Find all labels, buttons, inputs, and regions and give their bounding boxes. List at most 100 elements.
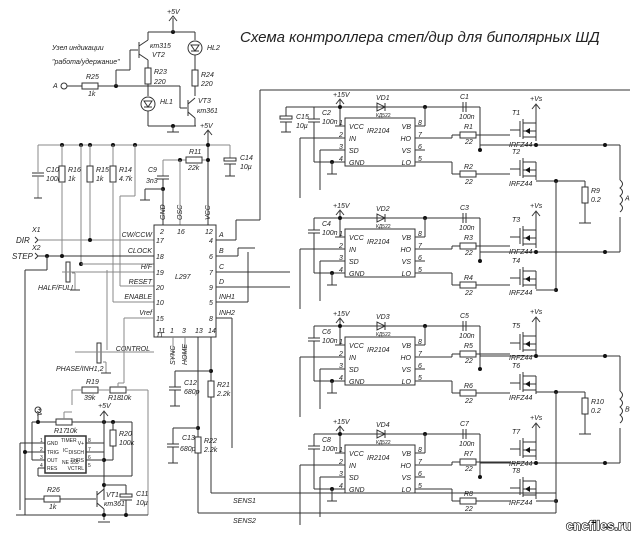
c9-value: 3n3 — [146, 178, 158, 185]
r18-ref: R18 — [108, 395, 121, 402]
l297-bottom-pin-num: 11 — [158, 328, 165, 335]
ir2104-left-pin-name: SD — [349, 148, 359, 155]
phase-inh-jumper[interactable] — [96, 342, 102, 364]
mosfet-arrow-icon — [525, 276, 530, 282]
bootstrap-diode-icon — [376, 429, 387, 439]
r15-value: 1k — [96, 176, 104, 183]
ir2104-right-pin-name: LO — [402, 379, 412, 386]
ir2104-left-pin-name: IN — [349, 463, 357, 470]
coil-label: A — [624, 196, 630, 203]
vt1-ref: VT1 — [106, 492, 119, 499]
ir2104-left-pin-num: 4 — [339, 267, 343, 274]
gate-resistor-high-value: 22 — [464, 466, 473, 473]
diode-type: КД522 — [376, 224, 391, 230]
ne555-right-pin-name: THRS — [70, 458, 84, 464]
phase-inh-label: PHASE/INH1,2 — [56, 366, 104, 373]
r18-value: 10k — [120, 395, 132, 402]
ir2104-right-pin-num: 7 — [418, 243, 423, 250]
c14-ref: C14 — [240, 155, 253, 162]
c12-ref: C12 — [184, 380, 197, 387]
junction-dot — [478, 259, 482, 263]
vs-supply-label: +Vs — [530, 203, 543, 210]
dir-connector-icon[interactable] — [34, 236, 39, 244]
timer-part: NE 555 — [62, 460, 79, 466]
indicator-supply: +5V — [167, 9, 181, 16]
ir2104-left-pin-name: VCC — [349, 451, 365, 458]
gate-resistor-low-value: 22 — [464, 179, 473, 186]
junction-dot — [603, 354, 607, 358]
r24-resistor — [191, 69, 199, 87]
ne555-body — [44, 435, 87, 474]
r22-resistor — [194, 436, 202, 454]
sense-resistor-value: 0.2 — [591, 408, 601, 415]
junction-dot — [603, 250, 607, 254]
r20-ref: R20 — [119, 431, 132, 438]
junction-dot — [338, 105, 342, 109]
l297-right-pin-name: INH2 — [219, 310, 235, 317]
mosfet-type: IRFZ44 — [509, 181, 532, 188]
x1-label: X1 — [31, 227, 41, 234]
ir2104-name: IR2104 — [367, 239, 390, 246]
vt1-type: кт361 — [104, 501, 125, 508]
ir2104-left-pin-num: 1 — [339, 339, 343, 346]
r19-resistor — [81, 386, 99, 394]
bootstrap-cap-value: 100n — [459, 333, 475, 340]
diode-type: КД522 — [376, 440, 391, 446]
ir2104-right-pin-num: 8 — [418, 339, 422, 346]
ir2104-right-pin-num: 8 — [418, 231, 422, 238]
supply-arrow-icon — [335, 209, 345, 216]
vt2-type: кт315 — [150, 43, 171, 50]
ne555-left-pin-name: TRIG — [47, 450, 59, 456]
vs-supply-label: +Vs — [530, 415, 543, 422]
r15-resistor — [86, 165, 94, 183]
sens1-label: SENS1 — [233, 498, 256, 505]
mosfet-type: IRFZ44 — [509, 500, 532, 507]
l297-bottom-pin-num: 3 — [182, 328, 186, 335]
gate-resistor-low — [459, 170, 477, 178]
ir2104-left-pin-name: SD — [349, 367, 359, 374]
indicator-caption: Узел индикации — [51, 44, 104, 52]
r25-resistor — [81, 82, 99, 90]
step-connector-icon[interactable] — [34, 252, 39, 260]
step-input-label[interactable]: STEP — [12, 252, 34, 261]
mosfet-type: IRFZ44 — [509, 355, 532, 362]
ir2104-body — [344, 444, 416, 494]
ir2104-right-pin-name: HO — [401, 355, 412, 362]
ir2104-right-pin-name: VS — [402, 148, 412, 155]
r15-ref: R15 — [96, 167, 109, 174]
c11-value: 10µ — [136, 500, 148, 507]
r16-value: 1k — [68, 176, 76, 183]
gate-resistor-low-ref: R6 — [464, 383, 473, 390]
l297-right-pin-name: C — [219, 264, 225, 271]
vs-supply-arrow-icon — [531, 103, 541, 110]
ir2104-name: IR2104 — [367, 347, 390, 354]
ne555-left-pin-num: 3 — [40, 455, 43, 461]
x2-label: X2 — [31, 245, 41, 252]
ir2104-left-pin-num: 2 — [338, 459, 343, 466]
input-cap-ref: C6 — [322, 329, 331, 336]
c13-ref: C13 — [182, 435, 195, 442]
l297-left-pin-name: RESET — [129, 279, 153, 286]
r26-value: 1k — [49, 504, 57, 511]
r14-value: 4.7k — [119, 176, 133, 183]
bootstrap-diode-icon — [376, 102, 387, 112]
vs-supply-label: +Vs — [530, 96, 543, 103]
sens2-label: SENS2 — [233, 518, 256, 525]
diagram-title: Схема контроллера степ/дир для биполярны… — [240, 29, 600, 46]
ne555-right-pin-num: 5 — [88, 463, 91, 469]
r23-value: 220 — [153, 79, 166, 86]
l297-bottom-pin-num: 14 — [208, 328, 216, 335]
diode-ref: VD2 — [376, 206, 390, 213]
ir2104-right-pin-num: 8 — [418, 447, 422, 454]
r17-trimmer — [55, 418, 73, 426]
junction-dot — [603, 461, 607, 465]
input-cap-ref: C4 — [322, 221, 331, 228]
sense-resistor-ref: R9 — [591, 188, 600, 195]
gate-resistor-low-ref: R2 — [464, 164, 473, 171]
vs-supply-arrow-icon — [531, 422, 541, 429]
dir-input-label[interactable]: DIR — [16, 236, 30, 245]
input-connectors[interactable]: X1 DIR X2 STEP HALF/FULL — [12, 227, 154, 515]
